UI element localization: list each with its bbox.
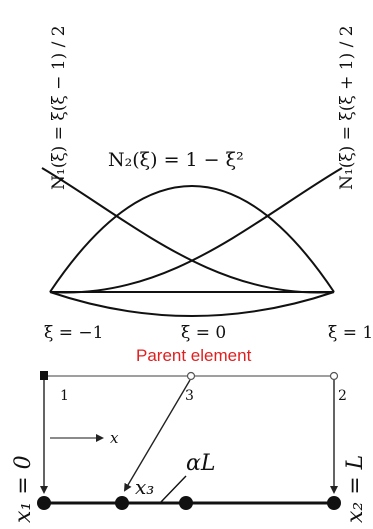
xi-minus-one-label: ξ = −1 <box>44 323 103 343</box>
curve-negative-lobe <box>49 291 335 317</box>
parent-node-2 <box>329 371 339 381</box>
shape-function-plot <box>41 167 343 317</box>
curve-n2 <box>49 185 335 293</box>
physical-node-mid <box>179 496 193 510</box>
mapping-arrow-node-3 <box>123 379 191 492</box>
alpha-l-label: αL <box>186 451 215 476</box>
physical-node-x1 <box>37 496 51 510</box>
parent-node-1 <box>40 371 48 380</box>
parent-node-label-3: 3 <box>185 388 194 404</box>
curve-n1-right-descending <box>49 167 343 294</box>
x2-equals-l-label: x₂ = L <box>343 455 368 523</box>
physical-node-x2 <box>327 496 341 510</box>
parent-node-label-1: 1 <box>60 388 69 404</box>
curve-n1-left-descending <box>41 167 335 294</box>
alpha-l-leader <box>159 475 187 504</box>
x-axis-label: x <box>110 429 119 447</box>
x3-label: x₃ <box>135 475 154 499</box>
shape-function-n1-left: N₁(ξ) = ξ(ξ − 1) / 2 <box>49 25 69 190</box>
parent-node-label-2: 2 <box>338 388 347 404</box>
x1-equals-zero-label: x₁ = 0 <box>11 455 36 523</box>
shape-function-n2: N₂(ξ) = 1 − ξ² <box>108 149 244 171</box>
shape-function-n1-right: N₁(ξ) = ξ(ξ + 1) / 2 <box>337 25 357 190</box>
xi-one-label: ξ = 1 <box>328 323 373 343</box>
physical-node-x3 <box>115 496 129 510</box>
xi-zero-label: ξ = 0 <box>181 323 226 343</box>
parent-element-title: Parent element <box>136 346 252 365</box>
parent-node-3 <box>186 371 196 381</box>
